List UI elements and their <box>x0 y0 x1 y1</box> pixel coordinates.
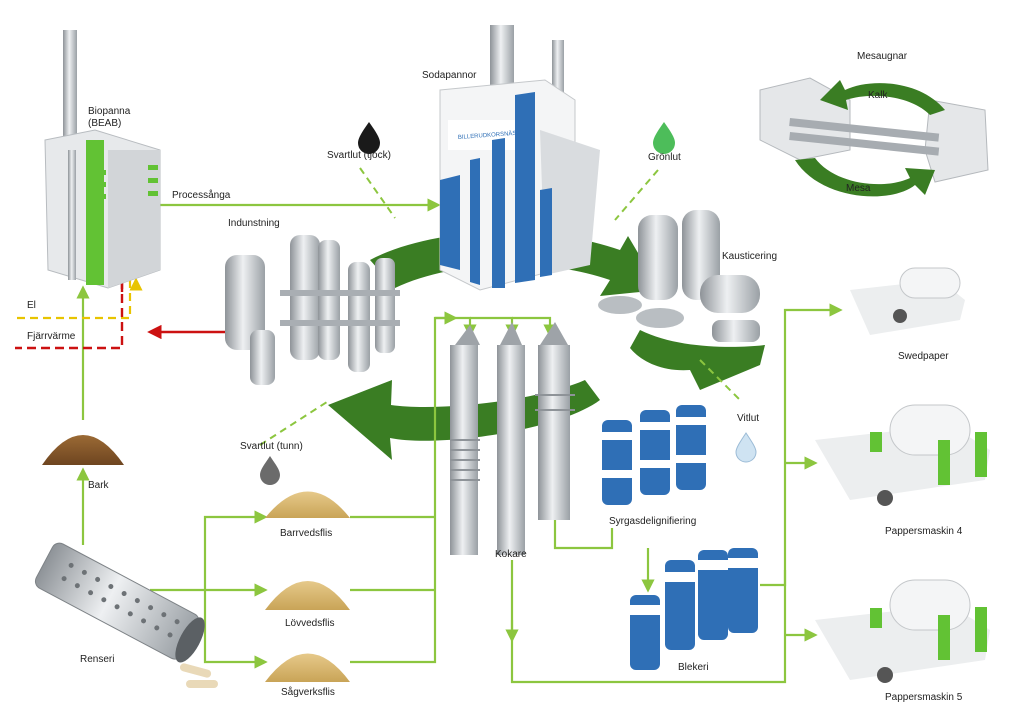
label-kokare: Kokare <box>495 549 527 560</box>
plant-sign: BILLERUDKORSNÄS <box>458 130 517 141</box>
kausticering-illustration <box>598 210 760 342</box>
label-vitlut: Vitlut <box>737 413 760 424</box>
label-pappersmaskin4: Pappersmaskin 4 <box>885 526 963 537</box>
lovvedsflis-pile <box>265 581 350 610</box>
renseri-drum <box>34 542 205 663</box>
bark-pile <box>42 435 124 465</box>
indunstning-illustration <box>225 235 400 385</box>
mesa-arrow <box>795 158 935 197</box>
logs <box>179 663 218 688</box>
label-lovvedsflis: Lövvedsflis <box>285 618 335 629</box>
label-renseri: Renseri <box>80 654 115 665</box>
svartlut-tunn-drop-icon <box>260 456 280 485</box>
label-beab: (BEAB) <box>88 118 122 129</box>
label-gronlut: Grönlut <box>648 152 681 163</box>
label-svartlut-tjock: Svartlut (tjock) <box>327 150 391 161</box>
blekeri-illustration <box>630 548 758 670</box>
pappersmaskin4-machine <box>815 404 990 506</box>
kokare-illustration <box>450 322 575 555</box>
label-mesaugnar: Mesaugnar <box>857 51 908 62</box>
label-kalk: Kalk <box>868 90 888 101</box>
kalk-arrow <box>820 80 945 115</box>
label-processanga: Processånga <box>172 190 231 201</box>
biopanna-illustration <box>44 30 161 289</box>
vitlut-drop-icon <box>735 432 757 463</box>
mesaugnar-illustration <box>759 77 989 197</box>
sodapannor-illustration: BILLERUDKORSNÄS <box>439 25 600 291</box>
liquor-dashed-lines <box>259 167 741 446</box>
label-pappersmaskin5: Pappersmaskin 5 <box>885 692 963 703</box>
label-bark: Bark <box>88 480 109 491</box>
label-svartlut-tunn: Svartlut (tunn) <box>240 441 303 452</box>
label-fjarrvarme: Fjärrvärme <box>27 331 76 342</box>
label-sagverksflis: Sågverksflis <box>281 687 335 698</box>
label-kausticering: Kausticering <box>722 251 778 262</box>
label-blekeri: Blekeri <box>678 662 709 673</box>
label-indunstning: Indunstning <box>228 218 280 229</box>
barrvedsflis-pile <box>265 491 350 518</box>
svartlut-tjock-drop-icon <box>358 122 380 154</box>
gronlut-drop-icon <box>653 122 675 154</box>
label-syrgasdelignifiering: Syrgasdelignifiering <box>609 516 697 527</box>
fjarrvarme-line <box>15 280 124 350</box>
label-mesa: Mesa <box>846 183 871 194</box>
cycle-arrow-right <box>630 330 765 390</box>
syrgas-illustration <box>602 405 706 505</box>
swedpaper-machine <box>850 267 965 335</box>
pappersmaskin5-machine <box>815 579 990 683</box>
label-el: El <box>27 300 36 311</box>
label-sodapannor: Sodapannor <box>422 70 477 81</box>
label-swedpaper: Swedpaper <box>898 351 949 362</box>
label-biopanna: Biopanna <box>88 106 131 117</box>
sagverksflis-pile <box>265 653 350 682</box>
label-barrvedsflis: Barrvedsflis <box>280 528 333 539</box>
